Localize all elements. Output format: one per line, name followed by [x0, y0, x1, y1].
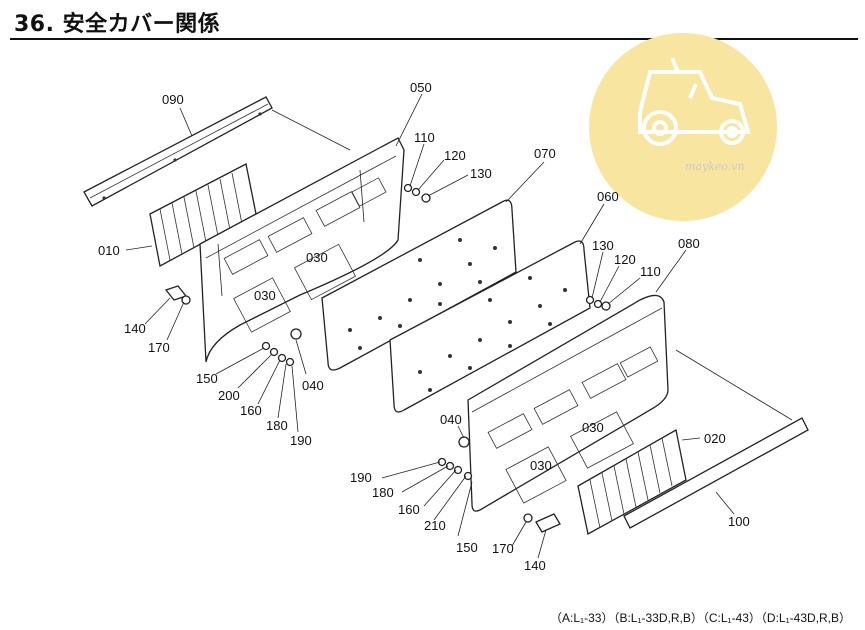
label-140-right: 140 [524, 558, 546, 573]
part-080-cover [467, 294, 669, 512]
label-060: 060 [597, 189, 619, 204]
label-140-left: 140 [124, 321, 146, 336]
label-150-right: 150 [456, 540, 478, 555]
fasteners [164, 183, 611, 533]
label-180-left: 180 [266, 418, 288, 433]
label-130-top: 130 [470, 166, 492, 181]
label-120-top: 120 [444, 148, 466, 163]
part-labels: 090 050 110 120 130 070 060 080 130 120 … [98, 80, 750, 573]
leader-lines [125, 93, 793, 559]
page-title: 36. 安全カバー関係 [14, 12, 221, 37]
label-010: 010 [98, 243, 120, 258]
label-030-a: 030 [306, 250, 328, 265]
label-170-left: 170 [148, 340, 170, 355]
label-080: 080 [678, 236, 700, 251]
watermark-circle [589, 33, 777, 221]
title-rule [10, 38, 858, 40]
tractor-icon [638, 57, 751, 146]
label-190-right: 190 [350, 470, 372, 485]
label-150-left: 150 [196, 371, 218, 386]
part-050-cover [199, 137, 405, 363]
label-110-right: 110 [640, 264, 661, 279]
watermark: maykeo.vn [589, 33, 777, 221]
label-170-right: 170 [492, 541, 514, 556]
label-070: 070 [534, 146, 556, 161]
label-160-left: 160 [240, 403, 262, 418]
label-030-c: 030 [582, 420, 604, 435]
watermark-text: maykeo.vn [685, 160, 745, 173]
label-050: 050 [410, 80, 432, 95]
label-030-b: 030 [254, 288, 276, 303]
label-020: 020 [704, 431, 726, 446]
label-120-right: 120 [614, 252, 636, 267]
part-060-plate [389, 240, 591, 413]
label-040-right: 040 [440, 412, 462, 427]
label-160-right: 160 [398, 502, 420, 517]
part-100-plate [623, 417, 809, 529]
model-footnote: （A:L₁-33）（B:L₁-33D,R,B）（C:L₁-43）（D:L₁-43… [550, 611, 851, 625]
part-020-louver [577, 428, 687, 535]
label-180-right: 180 [372, 485, 394, 500]
label-040-left: 040 [302, 378, 324, 393]
label-210: 210 [424, 518, 446, 533]
label-110-top: 110 [414, 130, 435, 145]
label-100: 100 [728, 514, 750, 529]
label-030-d: 030 [530, 458, 552, 473]
label-090: 090 [162, 92, 184, 107]
label-130-right: 130 [592, 238, 614, 253]
label-200: 200 [218, 388, 240, 403]
label-190-left: 190 [290, 433, 312, 448]
part-070-plate [321, 199, 517, 371]
part-090-plate [83, 96, 273, 207]
